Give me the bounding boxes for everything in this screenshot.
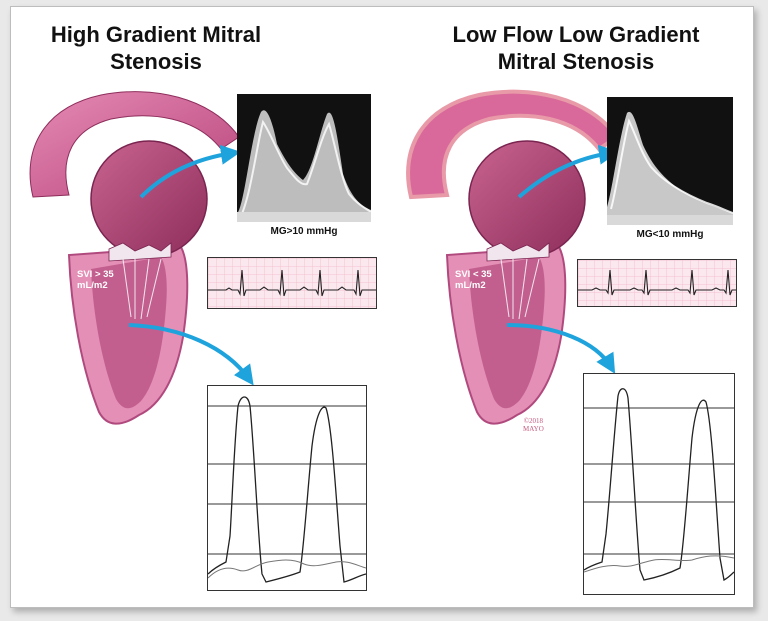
right-doppler-graphic <box>607 111 733 225</box>
left-doppler-spectrum <box>237 94 371 222</box>
left-svi-label: SVI > 35 mL/m2 <box>77 269 114 291</box>
left-panel-title: High Gradient Mitral Stenosis <box>31 21 281 75</box>
right-title-line1: Low Flow Low Gradient <box>452 22 700 47</box>
watermark-year: ©2018 <box>523 417 544 425</box>
right-svi-unit: mL/m2 <box>455 280 486 291</box>
right-arrow-to-doppler <box>517 144 619 199</box>
left-atrium <box>90 140 208 258</box>
illustration-layer <box>29 89 620 425</box>
left-arrow-to-pressure <box>128 323 254 386</box>
right-doppler-caption: MG<10 mmHg <box>636 229 704 240</box>
left-heart-illustration <box>29 91 240 425</box>
left-arrow-to-doppler <box>139 144 241 199</box>
right-panel-title: Low Flow Low Gradient Mitral Stenosis <box>411 21 741 75</box>
left-pressure-tracing <box>207 385 367 591</box>
left-svi-unit: mL/m2 <box>77 280 108 291</box>
left-title-line1: High Gradient Mitral <box>50 22 262 47</box>
left-svi-value: SVI > 35 <box>77 269 114 280</box>
right-mitral-valve <box>486 242 550 262</box>
left-doppler-graphic <box>237 110 371 222</box>
right-svi-value: SVI < 35 <box>455 269 492 280</box>
right-atrium <box>468 140 586 258</box>
left-pressure-graphic <box>207 396 367 583</box>
left-ecg-strip <box>207 257 377 309</box>
right-ecg-strip <box>577 259 737 307</box>
right-svi-label: SVI < 35 mL/m2 <box>455 269 492 291</box>
right-pressure-graphic <box>583 388 735 581</box>
left-mitral-valve <box>108 242 172 262</box>
left-ecg-graphic <box>208 258 376 308</box>
figure-frame: High Gradient Mitral Stenosis Low Flow L… <box>10 6 754 608</box>
left-doppler-caption: MG>10 mmHg <box>270 226 338 237</box>
left-title-line2: Stenosis <box>110 49 202 74</box>
right-ecg-graphic <box>578 260 736 306</box>
watermark-brand: MAYO <box>523 425 544 433</box>
right-pressure-tracing <box>583 373 735 595</box>
right-heart-illustration <box>406 89 620 425</box>
left-ventricle-cavity <box>91 257 167 409</box>
right-ventricle-cavity <box>469 257 545 409</box>
right-arrow-to-pressure <box>506 323 616 374</box>
right-title-line2: Mitral Stenosis <box>497 49 655 74</box>
mayo-watermark: ©2018 MAYO <box>523 417 544 433</box>
right-doppler-spectrum <box>607 97 733 225</box>
